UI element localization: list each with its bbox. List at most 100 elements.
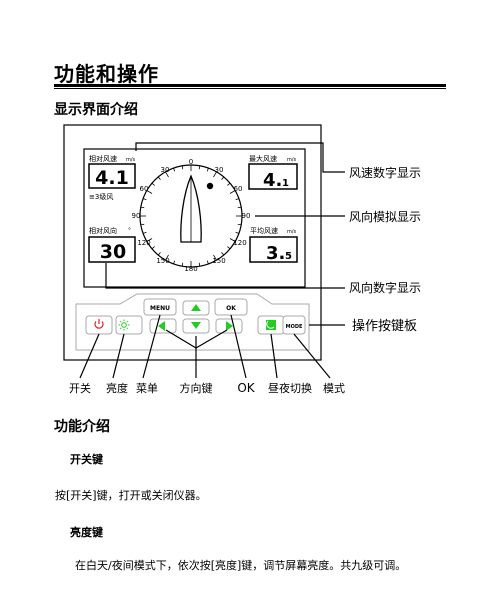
daynight-icon bbox=[266, 320, 276, 330]
dial-label-left150: 150 bbox=[156, 257, 169, 265]
leader-menu bbox=[142, 314, 161, 379]
callout-keypad: 操作按键板 bbox=[352, 318, 417, 334]
arrow-down-icon bbox=[191, 322, 201, 329]
dial-label-left90: 90 bbox=[132, 212, 141, 220]
brightness-key-heading: 亮度键 bbox=[70, 526, 103, 539]
arrow-right-icon bbox=[226, 321, 233, 331]
ok-key-label: OK bbox=[226, 305, 236, 312]
dial-label-right60: 60 bbox=[234, 185, 243, 193]
max-speed-unit: m/s bbox=[287, 157, 297, 163]
dial-tick bbox=[151, 246, 155, 250]
dial-label-right150: 150 bbox=[212, 257, 225, 265]
dial-tick bbox=[237, 206, 242, 209]
label-direction: 方向键 bbox=[180, 381, 213, 395]
dial-tick bbox=[213, 254, 217, 261]
dial-label-180: 180 bbox=[184, 265, 197, 273]
power-key-heading: 开关键 bbox=[70, 453, 103, 466]
brightness-key-description: 在白天/夜间模式下，依次按[亮度]键，调节屏幕亮度。共九级可调。 bbox=[75, 559, 407, 572]
mode-key-label: MODE bbox=[286, 324, 303, 330]
max-speed-int: 4. bbox=[263, 170, 282, 191]
dial-ticks bbox=[140, 165, 242, 267]
wind-speed-box bbox=[88, 163, 136, 189]
arrow-left-icon bbox=[158, 321, 165, 331]
dial-tick bbox=[157, 176, 161, 180]
dial-tick bbox=[165, 171, 169, 178]
dial-tick bbox=[151, 182, 155, 186]
dial-tick bbox=[173, 260, 176, 265]
dial-tick bbox=[227, 182, 231, 186]
callout-speed-digital: 风速数字显示 bbox=[349, 165, 421, 180]
dial-tick bbox=[142, 198, 147, 201]
wind-dir-unit: ° bbox=[128, 227, 131, 234]
dial-tick bbox=[221, 176, 225, 180]
label-brightness: 亮度 bbox=[106, 381, 128, 395]
dial-tick bbox=[140, 206, 145, 209]
title-rule-thin bbox=[54, 88, 446, 89]
leader-mode bbox=[293, 333, 331, 379]
dial-tick bbox=[198, 165, 201, 170]
dial-label-left30: 30 bbox=[161, 166, 170, 174]
dial-tick bbox=[198, 262, 201, 267]
dial-label-0: 0 bbox=[189, 158, 193, 166]
max-speed-label: 最大风速 bbox=[249, 154, 277, 163]
avg-speed-box bbox=[249, 236, 298, 263]
leader-direction-left bbox=[165, 329, 197, 349]
dial-tick bbox=[235, 231, 240, 234]
dial-tick bbox=[235, 198, 240, 201]
wind-marker-dot bbox=[206, 182, 214, 190]
power-key[interactable] bbox=[85, 315, 113, 335]
wind-dir-label: 相对风向 bbox=[89, 226, 117, 235]
label-ok: OK bbox=[237, 381, 255, 395]
power-key-description: 按[开关]键，打开或关闭仪器。 bbox=[55, 489, 207, 502]
page-title: 功能和操作 bbox=[54, 62, 159, 86]
label-mode: 模式 bbox=[323, 382, 345, 395]
dial-tick bbox=[206, 260, 209, 265]
label-menu: 菜单 bbox=[136, 382, 158, 395]
dial-tick bbox=[165, 254, 169, 261]
leader-power bbox=[79, 333, 100, 379]
dial-tick bbox=[146, 238, 153, 242]
dial-label-right30: 30 bbox=[215, 166, 224, 174]
leader-direction-right bbox=[195, 329, 228, 349]
leader-brightness bbox=[112, 333, 125, 379]
dial-tick bbox=[157, 252, 161, 256]
max-speed-box bbox=[248, 163, 298, 190]
dial-tick bbox=[181, 262, 184, 267]
beaufort-text: ≡3级风 bbox=[89, 192, 113, 201]
avg-speed-unit: m/s bbox=[287, 229, 297, 235]
brightness-icon bbox=[118, 319, 130, 331]
avg-speed-int: 3. bbox=[266, 243, 285, 264]
callout-dir-digital: 风向数字显示 bbox=[349, 280, 421, 295]
label-power: 开关 bbox=[69, 381, 91, 395]
wind-dir-box bbox=[88, 236, 136, 263]
callout-line-speed bbox=[135, 142, 345, 173]
dial-tick bbox=[237, 223, 242, 226]
dial-tick bbox=[229, 190, 236, 194]
leader-ok bbox=[230, 314, 247, 379]
avg-speed-dec: 5 bbox=[285, 251, 292, 262]
wind-speed-unit: m/s bbox=[126, 157, 136, 163]
arrow-up-icon bbox=[191, 304, 201, 311]
dial-tick bbox=[140, 223, 145, 226]
dial-label-right90: 90 bbox=[242, 212, 251, 220]
title-rule bbox=[54, 84, 446, 87]
dial-tick bbox=[229, 238, 236, 242]
dial-tick bbox=[227, 246, 231, 250]
leader-daynight bbox=[270, 333, 278, 379]
avg-speed-label: 平均风速 bbox=[250, 226, 278, 235]
dial-tick bbox=[181, 165, 184, 170]
instrument-diagram: 相对风速 m/s 4.1 ≡3级风 最大风速 m/s 4. 1 相对风向 ° 3… bbox=[63, 124, 421, 395]
dial-tick bbox=[173, 167, 176, 172]
section-function-heading: 功能介绍 bbox=[54, 419, 110, 435]
power-icon bbox=[94, 319, 104, 329]
dial-tick bbox=[142, 231, 147, 234]
dial-label-left60: 60 bbox=[140, 185, 149, 193]
wind-dir-value: 30 bbox=[100, 241, 126, 263]
section-display-heading: 显示界面介绍 bbox=[54, 102, 138, 118]
label-daynight: 昼夜切换 bbox=[268, 381, 312, 395]
callout-dir-analog: 风向模拟显示 bbox=[349, 209, 421, 224]
dial-label-right120: 120 bbox=[233, 239, 246, 247]
dial-tick bbox=[213, 171, 217, 178]
callout-line-dir-digital bbox=[105, 263, 345, 289]
dial-tick bbox=[146, 190, 153, 194]
